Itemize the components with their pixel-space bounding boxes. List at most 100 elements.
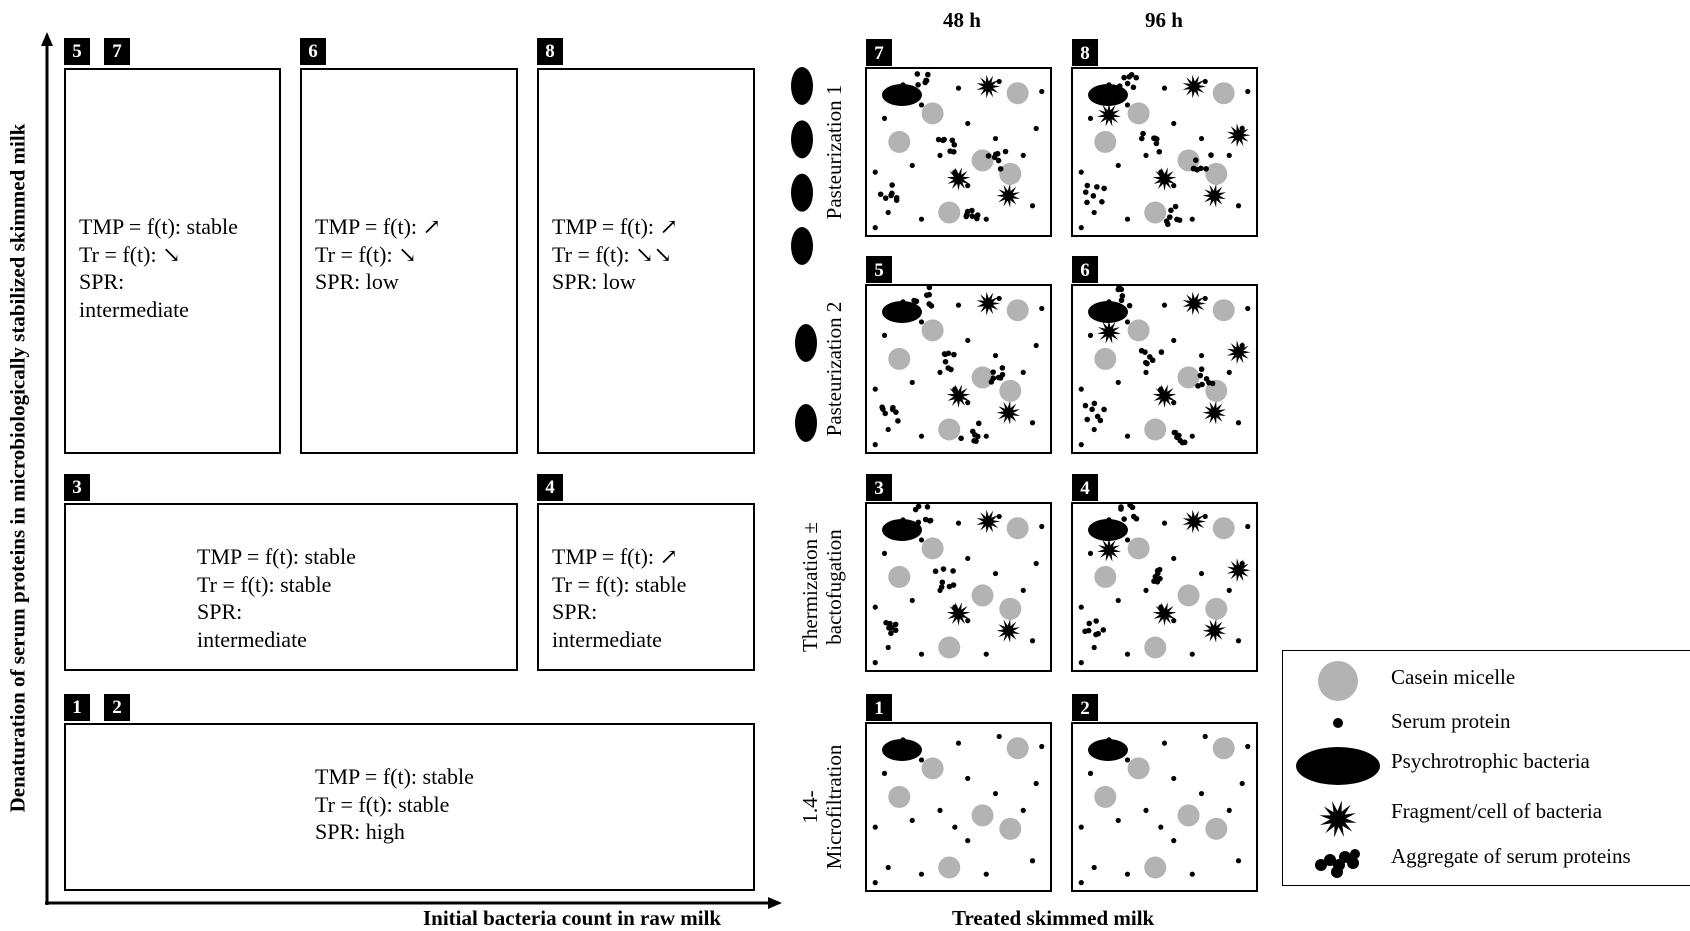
panel-badge [1072, 694, 1098, 721]
bacteria-fragment [946, 384, 971, 408]
box-text-line: SPR: high [315, 819, 405, 844]
casein-micelle [1094, 785, 1117, 808]
serum-protein [1124, 537, 1131, 543]
serum-protein [918, 757, 925, 763]
serum-aggregate [940, 566, 947, 572]
legend-label-casein: Casein micelle [1391, 665, 1516, 689]
casein-micelle [1094, 130, 1117, 153]
serum-protein [1161, 85, 1168, 91]
serum-protein [1198, 570, 1205, 577]
serum-aggregate [994, 150, 1001, 157]
serum-protein [1202, 78, 1208, 85]
casein-micelle [1144, 636, 1167, 659]
bacteria-fragment [996, 400, 1020, 425]
badge: 5 [64, 38, 90, 65]
serum-protein [1226, 587, 1232, 593]
serum-aggregate [1168, 207, 1174, 214]
serum-protein [900, 517, 906, 523]
serum-protein [881, 770, 888, 777]
serum-aggregate [1090, 193, 1097, 199]
serum-protein [1171, 337, 1177, 344]
serum-aggregate [999, 371, 1006, 378]
serum-protein [992, 135, 999, 142]
casein-micelle [938, 201, 961, 224]
serum-protein [1143, 587, 1149, 593]
serum-aggregate [1118, 286, 1125, 293]
serum-protein [1235, 638, 1242, 644]
serum-protein [952, 824, 958, 830]
serum-protein [1202, 295, 1208, 302]
serum-aggregate [949, 137, 956, 144]
serum-aggregate [892, 621, 899, 628]
serum-protein [872, 225, 878, 231]
box-text-line: Tr = f(t): stable [552, 571, 687, 597]
serum-aggregate [1097, 417, 1104, 424]
box-text-line: Tr = f(t): stable [315, 791, 450, 817]
serum-protein [1124, 757, 1131, 763]
serum-aggregate [948, 366, 954, 373]
box-text-line: intermediate [552, 626, 662, 652]
serum-protein [1161, 302, 1168, 308]
serum-protein [1124, 651, 1131, 657]
serum-protein [1039, 523, 1045, 530]
panel-5: 5 [865, 256, 1052, 454]
panel-badge [866, 694, 892, 721]
serum-aggregate [928, 303, 935, 309]
serum-aggregate [1126, 73, 1133, 80]
panel-badge [1072, 474, 1098, 501]
legend-label-fragment: Fragment/cell of bacteria [1391, 799, 1603, 823]
panel-1: 1 [865, 694, 1052, 892]
serum-aggregate [941, 351, 948, 357]
serum-protein [1143, 152, 1149, 158]
serum-protein [1198, 352, 1205, 359]
psychrotrophic-bacteria-column [791, 227, 813, 265]
panel-4: 4 [1071, 474, 1258, 672]
serum-aggregate [1121, 74, 1127, 81]
serum-protein [1029, 638, 1036, 644]
column-header-96h: 96 h [1145, 8, 1183, 32]
serum-protein [1078, 169, 1084, 175]
badge: 8 [537, 38, 563, 65]
serum-aggregate [1165, 221, 1171, 228]
serum-aggregate [1099, 199, 1105, 205]
serum-protein [955, 85, 962, 91]
serum-aggregate [972, 432, 978, 438]
box-text-line: SPR: [79, 269, 125, 294]
casein-micelle [1144, 201, 1167, 224]
serum-protein [1029, 203, 1036, 209]
panel-badge-number: 2 [1080, 698, 1090, 719]
box-text-line: SPR: [552, 599, 598, 624]
serum-aggregate [1176, 217, 1183, 223]
serum-aggregate [995, 374, 1002, 381]
serum-aggregate [1130, 513, 1137, 520]
serum-aggregate [1095, 630, 1102, 637]
serum-protein [937, 152, 943, 158]
panel-badge [866, 39, 892, 66]
bacteria-fragment [1202, 183, 1226, 208]
casein-micelle [921, 102, 944, 125]
casein-micelle [1094, 347, 1117, 370]
serum-aggregate [1126, 302, 1133, 309]
legend-symbols [1296, 661, 1380, 878]
serum-aggregate [1084, 182, 1091, 189]
casein-micelle-icon [1318, 661, 1358, 701]
serum-protein [1078, 225, 1084, 231]
casein-micelle [888, 130, 911, 153]
serum-protein [885, 644, 891, 651]
serum-aggregate [1084, 199, 1090, 206]
serum-aggregate [988, 379, 995, 385]
serum-protein [965, 183, 971, 189]
casein-micelle [938, 418, 961, 441]
serum-protein [1245, 305, 1251, 312]
serum-protein [900, 737, 906, 743]
serum-aggregate [893, 194, 900, 201]
serum-aggregate [932, 568, 939, 575]
serum-aggregate [1121, 516, 1127, 522]
casein-micelle [1006, 737, 1029, 760]
serum-protein [872, 386, 878, 392]
serum-aggregate [1147, 354, 1153, 360]
serum-protein [918, 216, 925, 222]
serum-protein [885, 426, 891, 433]
legend-label-aggregate: Aggregate of serum proteins [1391, 844, 1631, 868]
